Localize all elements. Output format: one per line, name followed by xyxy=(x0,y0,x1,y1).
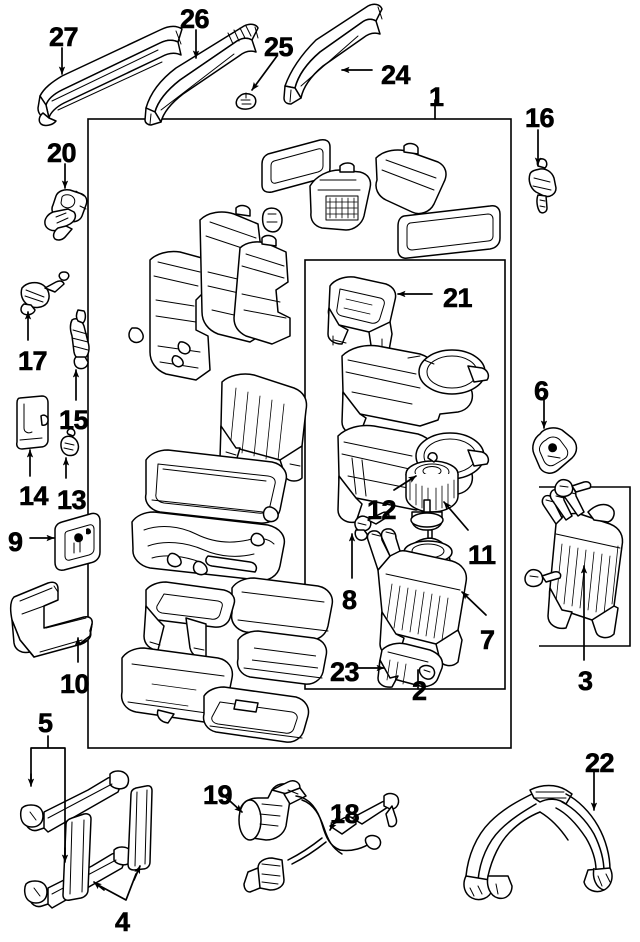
callout-4: 4 xyxy=(115,907,131,937)
part-vent-frame-upper xyxy=(261,139,331,193)
callout-16: 16 xyxy=(525,103,555,133)
callout-18: 18 xyxy=(330,799,360,829)
callout-24: 24 xyxy=(381,60,411,90)
callout-10: 10 xyxy=(60,669,90,699)
part-case-tray xyxy=(144,449,288,524)
callout-17: 17 xyxy=(18,346,48,376)
group-box-inner-2 xyxy=(304,259,506,690)
part-seal-clip-lower-right xyxy=(524,568,562,588)
callout-11: 11 xyxy=(468,540,497,570)
part-duct-center-upper xyxy=(309,162,372,231)
part-clamp-small xyxy=(354,511,390,541)
callout-19: 19 xyxy=(203,780,233,810)
callout-2: 2 xyxy=(412,676,428,706)
leader-lines xyxy=(24,29,598,901)
part-case-linkage-plate xyxy=(131,506,286,582)
part-duct-right-upper xyxy=(375,142,447,215)
part-hvac-case-right xyxy=(233,234,291,345)
part-evaporator-core xyxy=(541,484,624,639)
callout-26: 26 xyxy=(180,4,210,34)
part-clip-center-small xyxy=(261,207,283,233)
part-seal-clip-upper-right xyxy=(554,478,592,498)
part-seal-strip-center xyxy=(144,23,259,126)
part-case-bottom-cover xyxy=(202,686,310,743)
part-grommet-plate xyxy=(54,512,101,571)
callout-1: 1 xyxy=(429,82,445,112)
callout-7: 7 xyxy=(480,625,496,655)
callout-13: 13 xyxy=(57,485,87,515)
callout-14: 14 xyxy=(19,481,49,511)
part-control-cable xyxy=(243,792,400,893)
callout-8: 8 xyxy=(342,585,358,615)
part-seal-strip-left xyxy=(37,25,183,127)
group-box-outer-1 xyxy=(87,118,512,749)
part-clip-top xyxy=(235,92,257,110)
part-relay-bracket xyxy=(44,189,88,241)
part-seal-strip-right xyxy=(283,3,383,105)
part-seal-grommet-right xyxy=(532,427,578,474)
part-sensor-switch xyxy=(528,158,557,214)
part-expansion-valve xyxy=(20,271,70,316)
callout-3: 3 xyxy=(578,666,594,696)
callout-6: 6 xyxy=(534,376,550,406)
callout-12: 12 xyxy=(367,495,397,525)
callout-22: 22 xyxy=(585,748,615,778)
part-clip-small-lower xyxy=(60,428,80,457)
callout-9: 9 xyxy=(8,527,24,557)
part-rod-vertical-center xyxy=(62,813,92,901)
callout-5: 5 xyxy=(38,708,54,738)
part-case-shelf xyxy=(143,581,236,659)
part-blower-housing-upper xyxy=(341,344,490,436)
part-case-cover-right-upper xyxy=(230,577,334,641)
callout-15: 15 xyxy=(59,405,89,435)
part-case-cover-right-lower xyxy=(236,630,328,685)
callout-21: 21 xyxy=(443,283,473,313)
part-hvac-case-left xyxy=(128,250,211,381)
callout-23: 23 xyxy=(330,657,360,687)
part-refrigerant-hose-assembly xyxy=(463,784,613,901)
part-bracket-rods-upper xyxy=(19,770,130,833)
part-vent-grille-right xyxy=(397,205,501,259)
callout-25: 25 xyxy=(264,32,294,62)
part-mode-actuator xyxy=(238,780,307,841)
part-rod-vertical-right xyxy=(127,785,153,871)
callout-20: 20 xyxy=(47,138,77,168)
part-duct-elbow-left xyxy=(9,581,93,658)
part-valve-stem xyxy=(69,309,90,370)
part-bracket-flat xyxy=(16,395,49,450)
callout-27: 27 xyxy=(49,22,79,52)
part-resistor-block xyxy=(377,642,444,688)
